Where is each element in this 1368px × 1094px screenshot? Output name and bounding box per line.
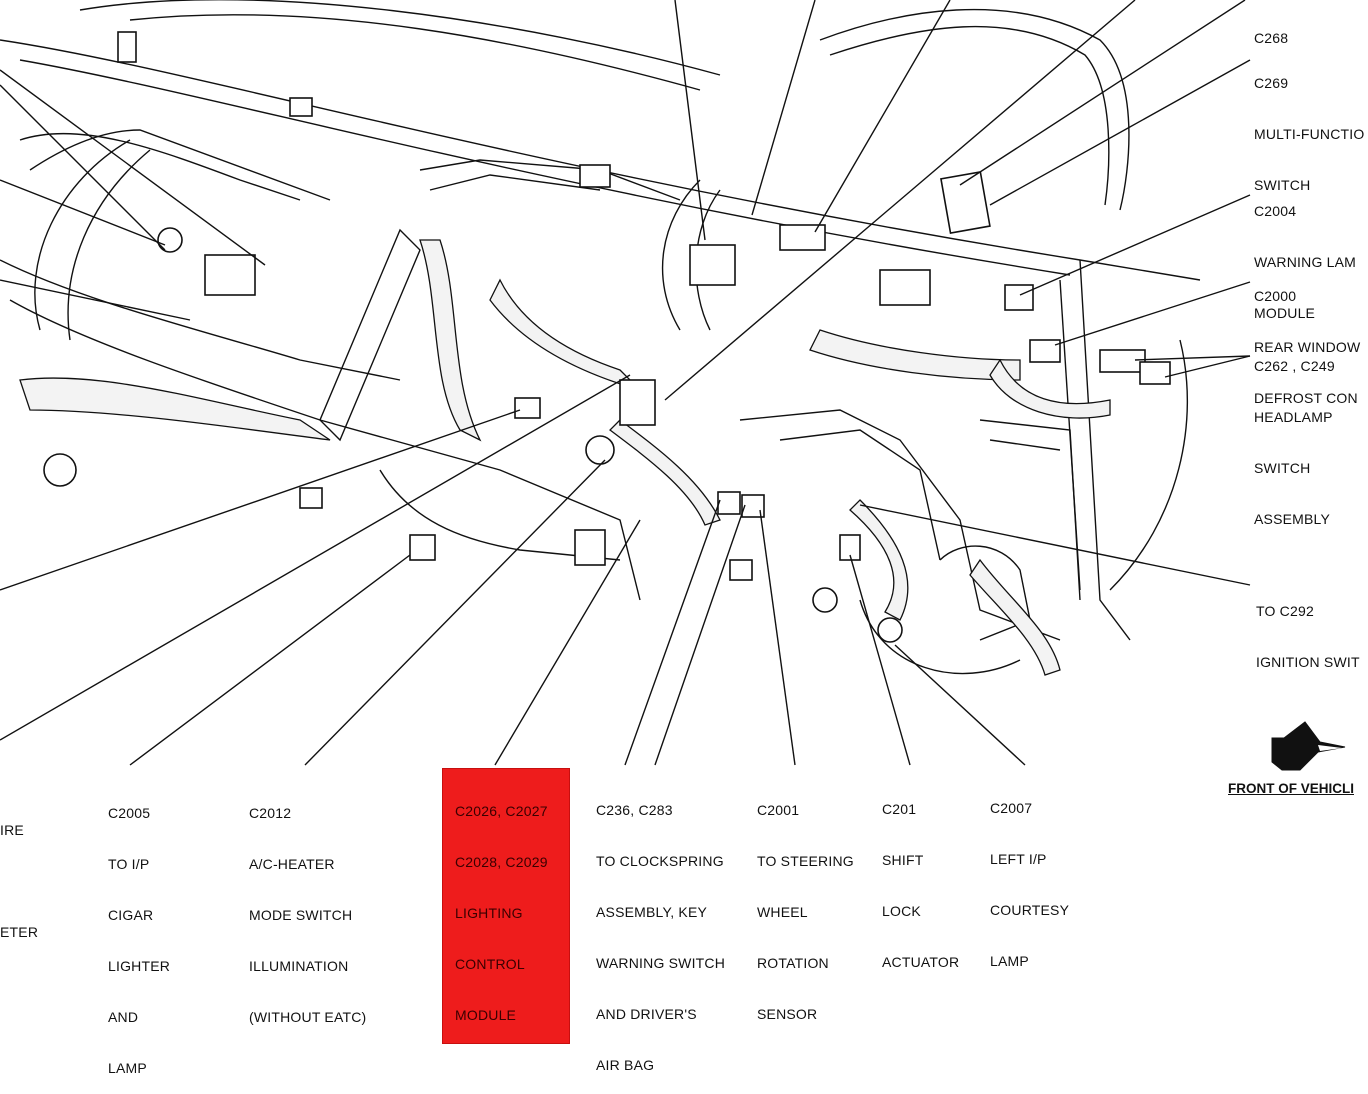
label-c262-headlamp-switch: C262 , C249 HEADLAMP SWITCH ASSEMBLY [1254, 358, 1335, 527]
label-c292-ignition-switch: TO C292 IGNITION SWIT [1256, 603, 1360, 670]
label-c201-shift-lock-actuator: C201 SHIFT LOCK ACTUATOR [882, 801, 960, 970]
wiring-diagram [0, 0, 1346, 771]
label-cut-left: IRE ETER [0, 822, 39, 940]
front-of-vehicle-arrow-icon [1271, 721, 1346, 771]
label-c2007-courtesy-lamp: C2007 LEFT I/P COURTESY LAMP [990, 800, 1070, 969]
front-of-vehicle-label: FRONT OF VEHICLI [1228, 781, 1354, 796]
label-c2001-steering-wheel-sensor: C2001 TO STEERING WHEEL ROTATION SENSOR [757, 802, 854, 1022]
label-c2000-rear-window-defrost: C2000 REAR WINDOW DEFROST CON [1254, 288, 1361, 406]
label-c2004-warning-lamp-module: C2004 WARNING LAM MODULE [1254, 203, 1357, 321]
leader-lines [0, 0, 1251, 766]
label-c268: C268 [1254, 30, 1289, 46]
instrument-panel-drawing [0, 0, 1201, 676]
label-c236-clockspring: C236, C283 TO CLOCKSPRING ASSEMBLY, KEY … [596, 802, 726, 1073]
label-c269-multi-function-switch: C269 MULTI-FUNCTIO SWITCH [1254, 75, 1365, 193]
label-c2005-cigar-lighter: C2005 TO I/P CIGAR LIGHTER AND LAMP [108, 805, 171, 1076]
label-c2026-lighting-control-module: C2026, C2027 C2028, C2029 LIGHTING CONTR… [443, 769, 569, 1043]
label-c2012-ac-heater: C2012 A/C-HEATER MODE SWITCH ILLUMINATIO… [249, 805, 367, 1025]
